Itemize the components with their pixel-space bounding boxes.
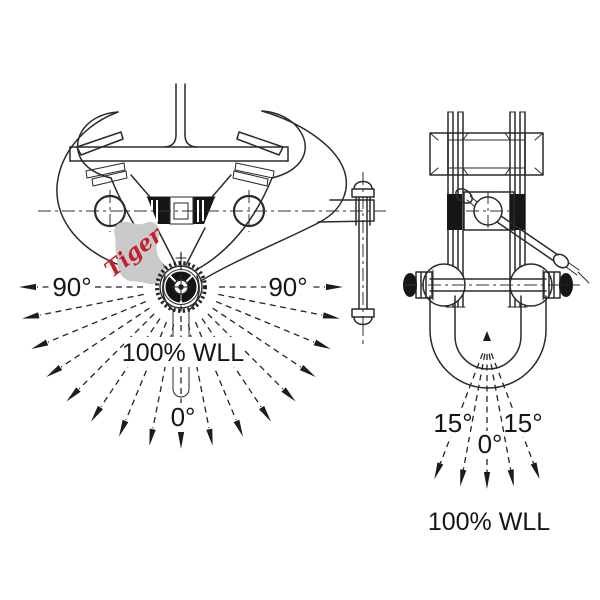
load-direction-arrowhead-icon	[281, 387, 296, 402]
load-direction-arrowhead-icon	[66, 387, 81, 402]
side-label-left-15: 15°	[433, 408, 472, 438]
load-direction-line	[212, 307, 302, 368]
load-direction-arrowhead-icon	[299, 364, 316, 378]
load-direction-arrowhead-icon	[119, 419, 129, 437]
sling-point-arrow-icon	[483, 331, 491, 341]
load-direction-arrowhead-icon	[19, 283, 36, 291]
threaded-block-drawing	[146, 196, 216, 225]
front-wll-label: 100% WLL	[122, 339, 244, 367]
load-direction-line	[218, 293, 323, 316]
load-direction-line	[60, 307, 150, 368]
front-label-right-90: 90°	[266, 272, 310, 302]
side-load-angle-fan-icon	[434, 352, 540, 489]
side-left-angle-label: 15°	[433, 408, 472, 438]
shackle-drawing	[429, 295, 547, 389]
shackle-pin-drawing	[403, 263, 580, 307]
side-label-right-15: 15°	[503, 408, 542, 438]
screw-block-drawing	[447, 188, 590, 284]
load-direction-line	[187, 324, 210, 429]
load-direction-arrowhead-icon	[326, 283, 343, 291]
load-direction-arrowhead-icon	[233, 419, 243, 437]
load-direction-line	[462, 353, 486, 470]
load-direction-line	[39, 293, 144, 316]
pivot-holes-drawing	[38, 190, 386, 232]
load-direction-line	[194, 321, 237, 421]
load-direction-arrowhead-icon	[206, 428, 213, 446]
load-direction-line	[439, 352, 484, 464]
load-direction-arrowhead-icon	[177, 432, 185, 449]
load-direction-line	[215, 300, 315, 343]
load-direction-arrowhead-icon	[90, 405, 104, 422]
swivel-eye-drawing	[155, 251, 207, 398]
load-direction-arrowhead-icon	[322, 312, 340, 319]
load-direction-line	[207, 313, 284, 390]
load-direction-line	[78, 313, 155, 390]
load-direction-line	[152, 324, 175, 429]
front-left-angle-label: 90°	[52, 272, 91, 302]
beam-section-drawing	[429, 132, 544, 176]
load-direction-arrowhead-icon	[149, 428, 156, 446]
side-right-angle-label: 15°	[503, 408, 542, 438]
side-view: 15° 0° 15° 100% WLL	[403, 111, 590, 536]
front-label-zero: 0°	[166, 402, 200, 432]
load-direction-line	[47, 300, 147, 343]
logo-badge	[114, 221, 166, 284]
i-beam-drawing	[69, 83, 289, 162]
load-direction-arrowhead-icon	[313, 339, 331, 349]
front-zero-angle-label: 0°	[171, 402, 196, 432]
load-direction-line	[125, 321, 168, 421]
front-right-angle-label: 90°	[268, 272, 307, 302]
load-direction-arrowhead-icon	[46, 364, 63, 378]
side-label-zero: 0°	[475, 429, 503, 459]
side-zero-angle-label: 0°	[478, 429, 503, 459]
load-direction-line	[490, 352, 535, 464]
side-wll-label: 100% WLL	[428, 508, 550, 536]
front-label-wll: 100% WLL	[122, 337, 244, 367]
load-direction-arrowhead-icon	[258, 405, 272, 422]
load-direction-arrowhead-icon	[434, 462, 444, 480]
side-label-wll: 100% WLL	[428, 506, 550, 536]
front-label-left-90: 90°	[50, 272, 94, 302]
tommy-screw-drawing	[351, 172, 375, 344]
load-direction-arrowhead-icon	[483, 472, 491, 489]
load-direction-arrowhead-icon	[460, 469, 467, 487]
front-load-angle-fan-icon	[19, 283, 343, 449]
load-direction-line	[488, 353, 512, 470]
load-direction-arrowhead-icon	[507, 469, 514, 487]
front-view: Tiger	[19, 83, 386, 449]
load-direction-arrowhead-icon	[530, 462, 540, 480]
load-direction-arrowhead-icon	[22, 312, 40, 319]
load-direction-arrowhead-icon	[31, 339, 49, 349]
